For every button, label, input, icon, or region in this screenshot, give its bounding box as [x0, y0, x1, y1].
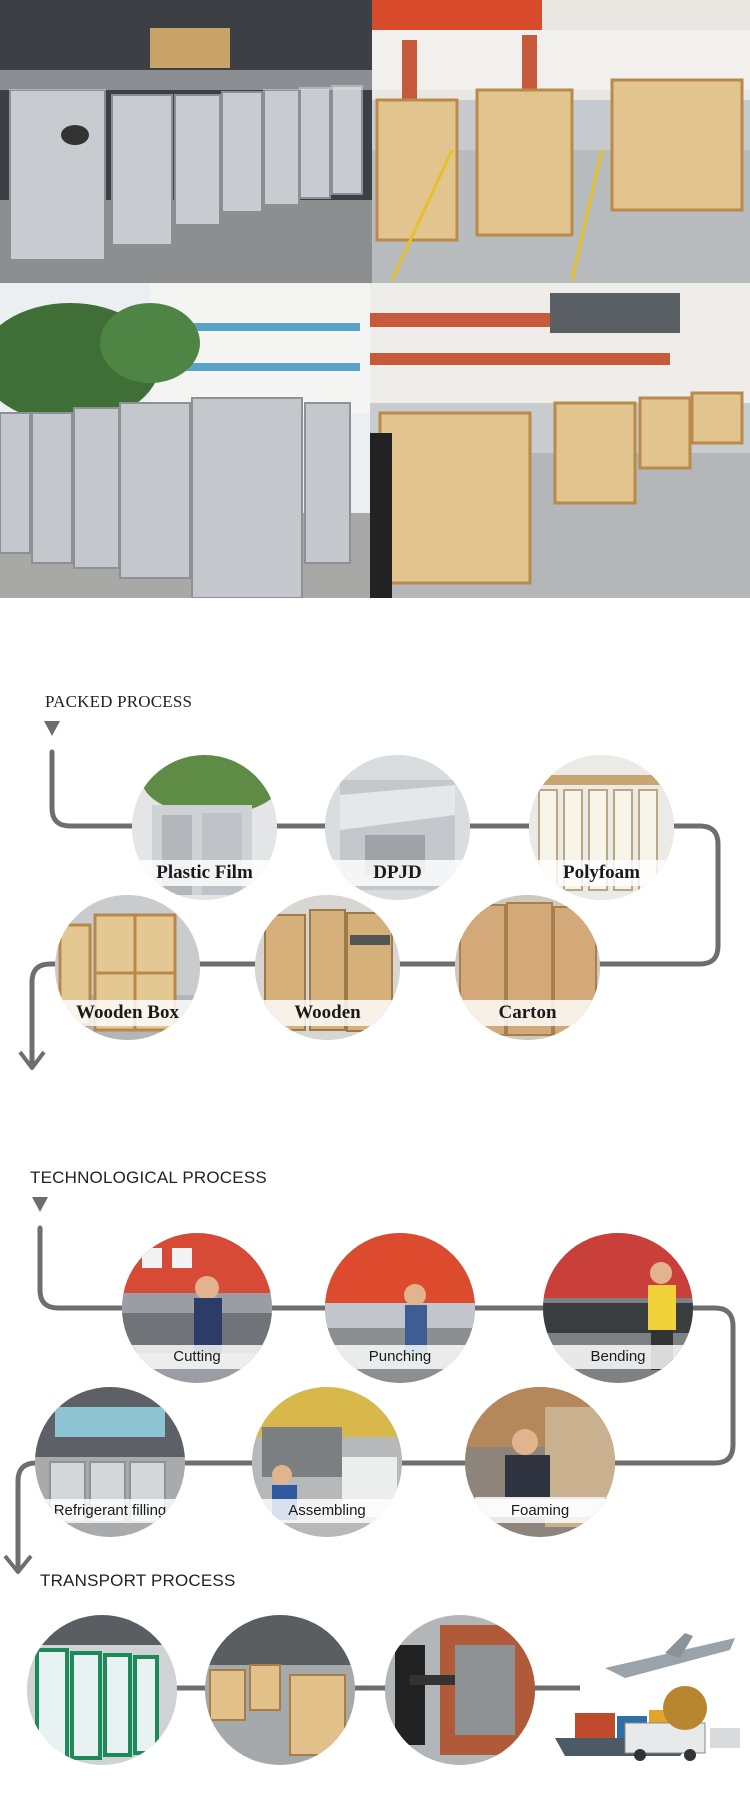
transport-step-container-loading [385, 1615, 535, 1765]
packed-step-label: Wooden [255, 1000, 400, 1026]
tech-step-cutting: Cutting [122, 1233, 272, 1383]
tech-step-punching: Punching [325, 1233, 475, 1383]
packed-step-label: Polyfoam [529, 860, 674, 886]
packed-step-carton: Carton [455, 895, 600, 1040]
transport-process-title: TRANSPORT PROCESS [40, 1571, 236, 1590]
technological-start-arrow [32, 1197, 48, 1212]
packed-step-label: Carton [455, 1000, 600, 1026]
technological-end-arrow [3, 1554, 33, 1574]
photo-machines-factory [0, 0, 372, 283]
packed-step-wooden: Wooden [255, 895, 400, 1040]
transport-step-crates-warehouse [205, 1615, 355, 1765]
transport-step-logistics-graphic [535, 1628, 745, 1768]
tech-step-label: Refrigerant filling [35, 1499, 185, 1523]
packed-end-arrow [18, 1050, 46, 1070]
packed-step-label: DPJD [325, 860, 470, 886]
tech-step-foaming: Foaming [465, 1387, 615, 1537]
photo-crates-forklift [370, 283, 750, 598]
technological-process-title: TECHNOLOGICAL PROCESS [30, 1168, 267, 1187]
packed-step-plastic-film: Plastic Film [132, 755, 277, 900]
packed-flow-line [18, 721, 721, 1070]
tech-step-label: Assembling [252, 1499, 402, 1523]
packed-step-polyfoam: Polyfoam [529, 755, 674, 900]
tech-step-assembling: Assembling [252, 1387, 402, 1537]
photo-machines-outdoor [0, 283, 370, 598]
packed-step-dpjd: DPJD [325, 755, 470, 900]
tech-step-label: Cutting [122, 1345, 272, 1369]
packed-start-arrow [44, 721, 60, 736]
tech-step-label: Punching [325, 1345, 475, 1369]
tech-step-label: Bending [543, 1345, 693, 1369]
tech-step-label: Foaming [465, 1499, 615, 1523]
photo-wooden-crates-courtyard [372, 0, 750, 283]
tech-step-bending: Bending [543, 1233, 693, 1383]
packed-process-title: PACKED PROCESS [45, 692, 193, 711]
packed-step-label: Plastic Film [132, 860, 277, 886]
packed-step-label: Wooden Box [55, 1000, 200, 1026]
transport-step-showcase-coolers [27, 1615, 177, 1765]
